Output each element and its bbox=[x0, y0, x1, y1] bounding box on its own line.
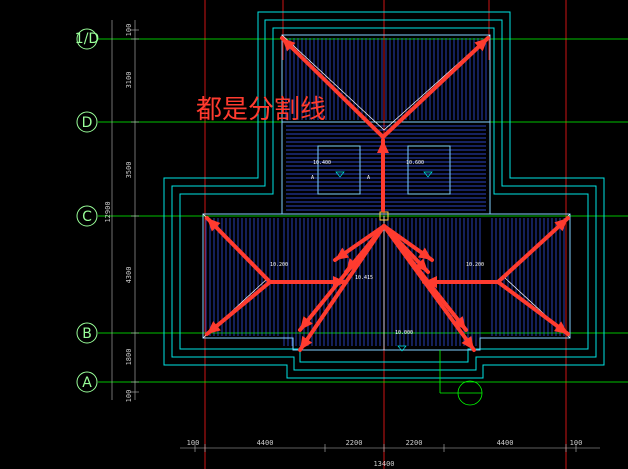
red-arrow-shaft bbox=[298, 224, 386, 332]
red-arrow-head bbox=[417, 247, 432, 260]
red-arrow-shaft bbox=[205, 280, 272, 336]
svg-text:10.400: 10.400 bbox=[313, 160, 331, 166]
ridge-node bbox=[379, 211, 389, 221]
svg-text:D: D bbox=[82, 115, 93, 131]
elevation-marker: 10.400 bbox=[313, 160, 331, 166]
red-arrow-shaft bbox=[496, 280, 570, 336]
left-dimension-chain bbox=[111, 20, 139, 400]
svg-text:10.200: 10.200 bbox=[466, 262, 484, 268]
axis-bubble-b: B bbox=[76, 322, 98, 344]
red-arrow-head bbox=[553, 321, 568, 334]
axis-bubble-1d: 1/D bbox=[75, 28, 99, 50]
red-arrow-head bbox=[282, 38, 296, 52]
bottom-dimension-texts: 100 4400 2200 2200 4400 100 13400 bbox=[187, 439, 583, 468]
svg-text:3100: 3100 bbox=[125, 72, 133, 89]
red-arrow-shaft bbox=[205, 216, 272, 284]
svg-text:4400: 4400 bbox=[497, 439, 514, 447]
red-arrow-shaft bbox=[280, 36, 385, 139]
red-arrow-head bbox=[461, 335, 474, 350]
elevation-marker: 10.200 bbox=[270, 262, 288, 268]
svg-text:12900: 12900 bbox=[104, 201, 112, 222]
green-axis-lines bbox=[98, 38, 628, 383]
bottom-dimension-chain bbox=[180, 444, 600, 452]
red-arrow-head bbox=[414, 258, 428, 272]
svg-text:2200: 2200 bbox=[346, 439, 363, 447]
svg-text:A: A bbox=[311, 175, 314, 181]
svg-text:1/D: 1/D bbox=[75, 31, 99, 47]
svg-text:13400: 13400 bbox=[373, 460, 394, 468]
red-arrow-head bbox=[474, 38, 488, 52]
svg-text:100: 100 bbox=[125, 390, 133, 403]
svg-text:B: B bbox=[82, 326, 92, 342]
svg-text:4400: 4400 bbox=[257, 439, 274, 447]
red-arrow-shaft bbox=[496, 216, 570, 284]
svg-text:10.200: 10.200 bbox=[270, 262, 288, 268]
elevation-marker: 10.415 bbox=[355, 275, 373, 281]
red-arrow-head bbox=[335, 247, 350, 260]
svg-text:100: 100 bbox=[187, 439, 200, 447]
axis-bubble-c: C bbox=[76, 205, 98, 227]
annotation-text: 都是分割线 bbox=[196, 95, 326, 125]
svg-text:10.415: 10.415 bbox=[355, 275, 373, 281]
svg-text:2200: 2200 bbox=[406, 439, 423, 447]
axis-bubble-a: A bbox=[76, 371, 98, 393]
red-arrow-shaft bbox=[382, 224, 468, 332]
svg-text:A: A bbox=[82, 375, 92, 391]
elevation-marker: 10.000 bbox=[395, 330, 413, 336]
svg-text:4300: 4300 bbox=[125, 267, 133, 284]
svg-text:10.000: 10.000 bbox=[395, 330, 413, 336]
svg-text:100: 100 bbox=[125, 24, 133, 37]
left-dimension-texts: 100 3100 3500 4300 1800 100 12900 bbox=[104, 24, 133, 403]
svg-text:100: 100 bbox=[570, 439, 583, 447]
red-arrow-head bbox=[300, 335, 313, 350]
red-arrow-head bbox=[453, 316, 466, 330]
svg-text:A: A bbox=[367, 175, 370, 181]
axis-bubbles: 1/D D C B A bbox=[75, 28, 99, 393]
wall-outlines bbox=[163, 11, 605, 379]
elevation-markers: 10.400 10.600 10.200 10.415 10.200 10.00… bbox=[270, 160, 484, 352]
detail-callout bbox=[439, 350, 483, 406]
red-arrow-head bbox=[207, 218, 221, 232]
elevation-marker: 10.200 bbox=[466, 262, 484, 268]
red-arrow-shaft bbox=[381, 36, 490, 139]
red-arrow-shaft bbox=[298, 224, 386, 352]
svg-text:3500: 3500 bbox=[125, 162, 133, 179]
svg-text:10.600: 10.600 bbox=[406, 160, 424, 166]
red-arrow-head bbox=[300, 316, 313, 330]
red-arrow-head bbox=[554, 218, 568, 232]
red-arrow-head bbox=[207, 321, 221, 334]
elevation-marker: 10.600 bbox=[406, 160, 424, 166]
svg-text:1800: 1800 bbox=[125, 349, 133, 366]
red-arrow-head bbox=[377, 140, 389, 153]
svg-text:C: C bbox=[82, 209, 92, 225]
axis-bubble-d: D bbox=[76, 111, 98, 133]
section-marks: A A bbox=[311, 175, 370, 181]
red-arrows bbox=[205, 36, 570, 352]
